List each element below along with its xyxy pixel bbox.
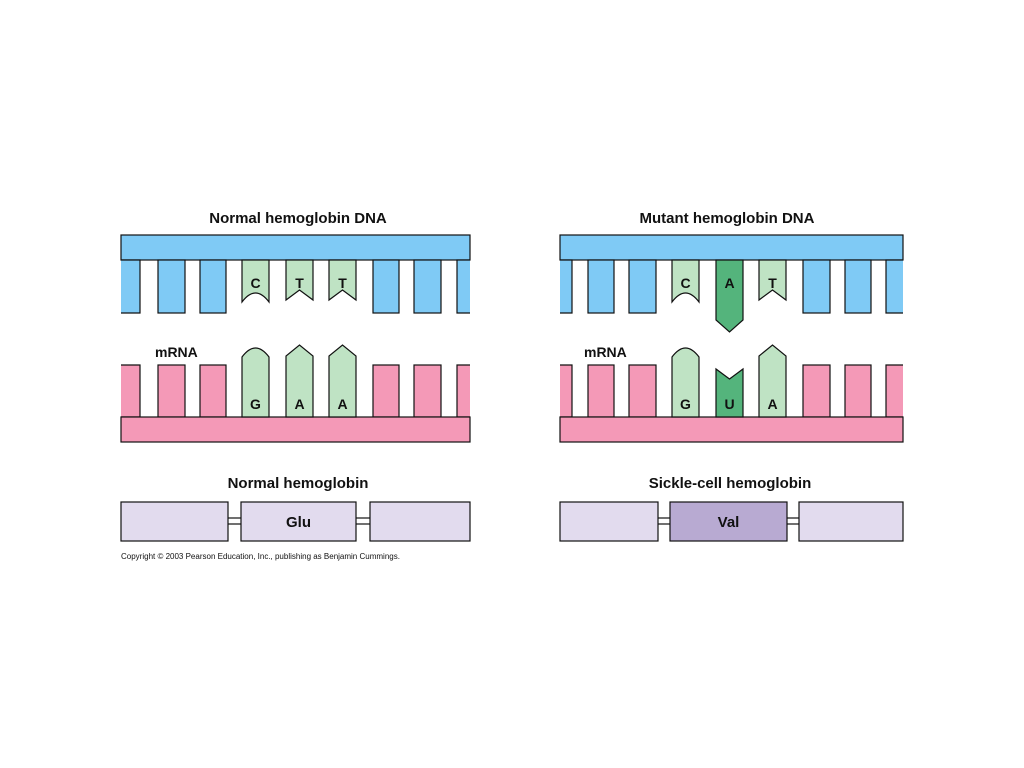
normal-dna-base-label: C	[250, 275, 260, 291]
protein-segment	[798, 501, 904, 542]
normal-dna-title: Normal hemoglobin DNA	[209, 210, 387, 227]
mrna-base-shape-u-mutant	[715, 367, 744, 418]
normal-mrna-backbone	[120, 416, 471, 443]
peptide-bond	[658, 517, 670, 525]
normal-dna-base-label: T	[338, 275, 347, 291]
mutant-protein-title: Sickle-cell hemoglobin	[649, 475, 812, 492]
normal-panel: Normal hemoglobin DNA C T T mRNA	[120, 210, 471, 561]
protein-segment	[369, 501, 471, 542]
normal-protein-title: Normal hemoglobin	[228, 475, 369, 492]
protein-segment	[120, 501, 229, 542]
mutant-dna-base-T: T	[758, 259, 787, 302]
mutant-dna-bar	[587, 259, 615, 314]
normal-dna-bar	[372, 259, 400, 314]
mrna-base-shape-a	[758, 344, 787, 418]
mutant-mrna-label: mRNA	[584, 344, 627, 360]
normal-dna-base-T: T	[328, 259, 357, 302]
dna-base-shape-t	[328, 259, 357, 302]
dna-base-shape-c	[671, 259, 700, 304]
mutant-dna-base-label: T	[768, 275, 777, 291]
normal-dna-base-T: T	[285, 259, 314, 302]
mutant-dna-backbone	[559, 234, 904, 261]
normal-mrna-bar	[372, 364, 400, 418]
mutant-mrna-bar	[844, 364, 872, 418]
mutant-dna-bar	[844, 259, 872, 314]
mutant-mrna-bar	[587, 364, 615, 418]
normal-dna-bar-edge-right	[456, 259, 470, 314]
mutant-mrna-bar	[802, 364, 831, 418]
normal-mrna-base-label: A	[337, 396, 347, 412]
peptide-bond	[228, 517, 241, 525]
mutant-dna-base-A-mutated: A	[715, 259, 744, 333]
normal-mrna-bar	[413, 364, 442, 418]
dna-base-shape-t	[285, 259, 314, 302]
mrna-base-shape-g	[671, 347, 700, 418]
mutant-mrna-bar-edge-right	[885, 364, 903, 418]
mutant-dna-base-C: C	[671, 259, 700, 304]
protein-segment	[559, 501, 659, 542]
normal-dna-bar	[199, 259, 227, 314]
mutant-mrna-base-label: A	[767, 396, 777, 412]
mutant-dna-filler-bars	[560, 259, 903, 314]
mutant-dna-base-label: C	[680, 275, 690, 291]
mrna-base-shape-a	[285, 344, 314, 418]
mutant-panel: Mutant hemoglobin DNA C A T mRNA	[559, 210, 904, 542]
protein-segment-glu	[240, 501, 357, 542]
normal-mrna-base-label: A	[294, 396, 304, 412]
normal-dna-base-C: C	[241, 259, 270, 304]
normal-mrna-bar	[157, 364, 186, 418]
normal-mrna-base-label: G	[250, 396, 261, 412]
mutant-dna-title: Mutant hemoglobin DNA	[640, 210, 815, 227]
mutant-mrna-backbone	[559, 416, 904, 443]
mutant-mrna-bar-edge-left	[560, 364, 573, 418]
mutant-mrna-base-U-mutated: U	[715, 367, 744, 418]
dna-base-shape-c	[241, 259, 270, 304]
dna-base-shape-a-mutant	[715, 259, 744, 333]
mutant-amino-acid-label: Val	[718, 514, 740, 531]
mutant-mrna-base-label: G	[680, 396, 691, 412]
mutant-mrna-bar	[628, 364, 657, 418]
mutant-protein-chain: Val	[559, 501, 904, 542]
dna-base-shape-t	[758, 259, 787, 302]
mutant-dna-bar	[802, 259, 831, 314]
normal-mrna-bar	[199, 364, 227, 418]
mutant-dna-bar-edge-right	[885, 259, 903, 314]
normal-mrna-base-G: G	[241, 347, 270, 418]
mrna-base-shape-a	[328, 344, 357, 418]
normal-protein-chain: Glu	[120, 501, 471, 542]
mutant-mrna-filler-bars	[560, 364, 903, 418]
mutant-mrna-base-label: U	[724, 396, 734, 412]
mutant-dna-base-label: A	[724, 275, 734, 291]
normal-dna-bar	[413, 259, 442, 314]
normal-amino-acid-label: Glu	[286, 514, 311, 531]
mutant-mrna-base-A: A	[758, 344, 787, 418]
normal-mrna-bar-edge-right	[456, 364, 470, 418]
mutant-dna-bar-edge-left	[560, 259, 573, 314]
peptide-bond	[787, 517, 799, 525]
normal-dna-base-label: T	[295, 275, 304, 291]
normal-dna-bar	[157, 259, 186, 314]
mutant-mrna-base-G: G	[671, 347, 700, 418]
normal-mrna-base-A: A	[285, 344, 314, 418]
normal-dna-filler-bars	[121, 259, 470, 314]
normal-dna-bar-edge-left	[121, 259, 141, 314]
mutant-dna-bar	[628, 259, 657, 314]
mrna-base-shape-g	[241, 347, 270, 418]
normal-mrna-label: mRNA	[155, 344, 198, 360]
normal-mrna-base-A: A	[328, 344, 357, 418]
protein-segment-val	[669, 501, 788, 542]
normal-mrna-bar-edge-left	[121, 364, 141, 418]
normal-dna-backbone	[120, 234, 471, 261]
copyright-notice: Copyright © 2003 Pearson Education, Inc.…	[121, 552, 400, 561]
peptide-bond	[356, 517, 370, 525]
